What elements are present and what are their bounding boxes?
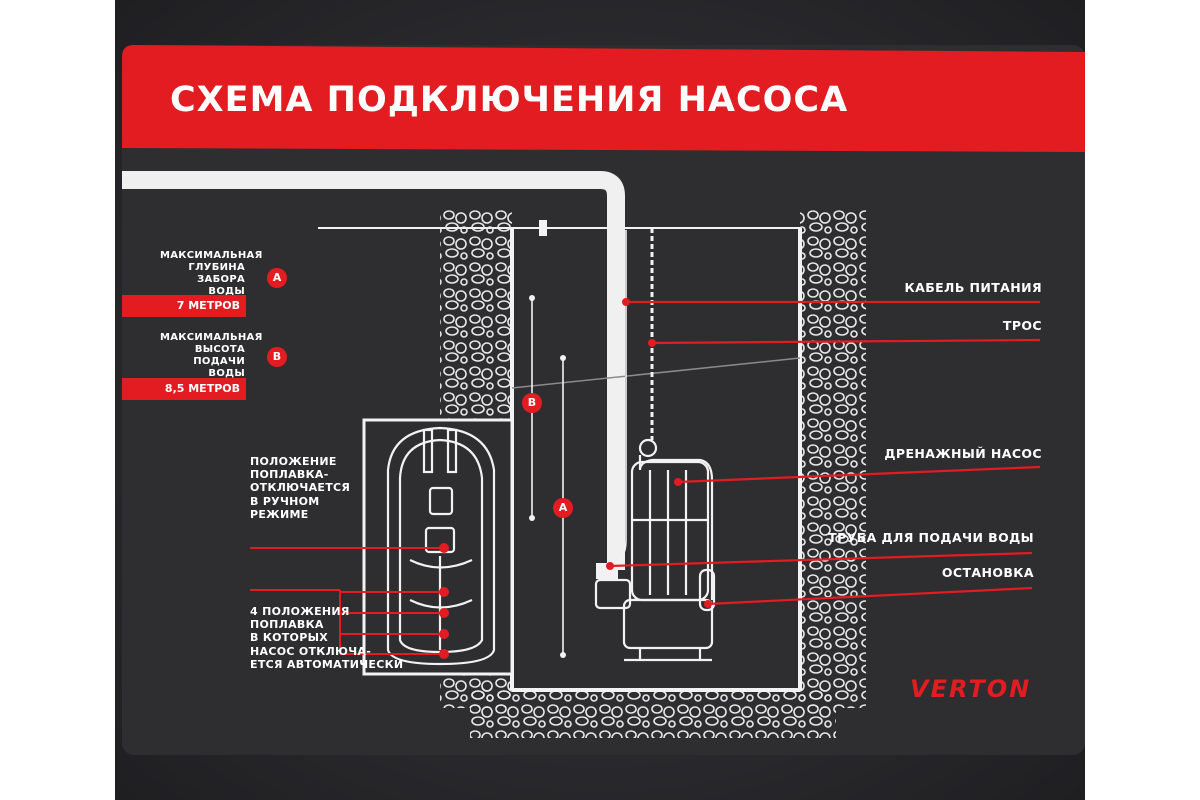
spec-depth-caption-line: ГЛУБИНА ЗАБОРА [188,262,245,285]
callout-power-cable: КАБЕЛЬ ПИТАНИЯ [904,280,1042,295]
well-wall-right [800,210,866,708]
float-note-auto: 4 ПОЛОЖЕНИЯ ПОПЛАВКА В КОТОРЫХ НАСОС ОТК… [250,605,403,671]
spec-height-caption-line: ВОДЫ [208,368,245,379]
power-cable [611,230,627,566]
well-bottom [470,688,836,738]
float-note-line: ПОПЛАВКА [250,618,324,632]
spec-depth-value: 7 МЕТРОВ [122,295,246,317]
float-note-line: ПОПЛАВКА- [250,468,329,482]
dimension-b-badge: B [522,393,542,413]
float-note-line: НАСОС ОТКЛЮЧА- [250,644,372,658]
drainage-pump [594,438,716,662]
callout-stop: ОСТАНОВКА [941,565,1034,580]
float-note-line: В КОТОРЫХ [250,631,329,645]
float-note-line: ОТКЛЮЧАЕТСЯ [250,481,351,495]
float-note-line: ЕТСЯ АВТОМАТИЧЕСКИ [250,657,404,671]
float-note-manual: ПОЛОЖЕНИЕ ПОПЛАВКА- ОТКЛЮЧАЕТСЯ В РУЧНОМ… [250,455,350,521]
spec-height-caption-line: ВЫСОТА ПОДАЧИ [193,344,245,367]
callout-drainage-pump: ДРЕНАЖНЫЙ НАСОС [884,446,1042,461]
page-title: СХЕМА ПОДКЛЮЧЕНИЯ НАСОСА [170,80,849,120]
callout-rope: ТРОС [1002,318,1042,333]
spec-height-value: 8,5 МЕТРОВ [122,378,246,400]
spec-depth-badge: A [267,268,287,288]
spec-depth-caption-line: ВОДЫ [208,286,245,297]
pipe-clamp [539,220,547,236]
float-note-line: РЕЖИМЕ [250,507,309,521]
spec-height-caption-line: МАКСИМАЛЬНАЯ [160,332,263,343]
spec-height-caption: МАКСИМАЛЬНАЯ ВЫСОТА ПОДАЧИ ВОДЫ [160,332,263,380]
float-inset-pump [386,426,496,666]
title-banner [122,45,1085,152]
water-level [511,357,801,389]
float-note-line: ПОЛОЖЕНИЕ [250,455,337,468]
verton-logo: VERTON [910,675,1032,703]
dimension-a-badge: A [553,498,573,518]
discharge-pipe [122,171,625,570]
float-note-line: 4 ПОЛОЖЕНИЯ [250,605,350,618]
spec-depth-caption-line: МАКСИМАЛЬНАЯ [160,250,263,261]
float-note-line: В РУЧНОМ [250,494,320,508]
callout-lines [609,300,1041,606]
spec-height-badge: B [267,347,287,367]
callout-supply-pipe: ТРУБА ДЛЯ ПОДАЧИ ВОДЫ [828,530,1034,545]
spec-depth-caption: МАКСИМАЛЬНАЯ ГЛУБИНА ЗАБОРА ВОДЫ [160,250,263,298]
